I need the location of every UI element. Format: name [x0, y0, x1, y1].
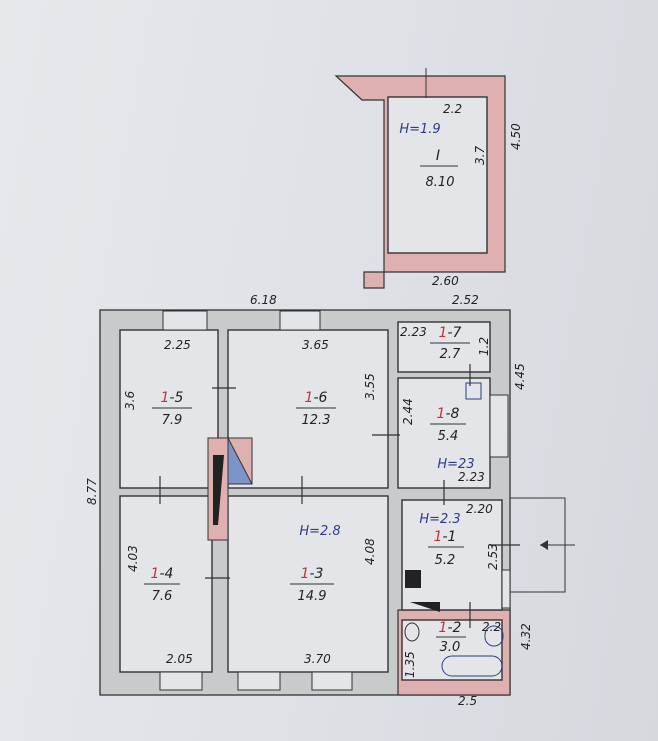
svg-text:4.03: 4.03 — [126, 545, 140, 572]
room-1-1 — [401, 499, 503, 611]
toilet-icon — [404, 622, 420, 642]
svg-text:1-8: 1-8 — [437, 406, 460, 422]
dim: 3.7 — [473, 146, 487, 165]
room-id: I — [436, 148, 440, 164]
height-label: H=1.9 — [399, 122, 440, 137]
svg-text:2.7: 2.7 — [440, 347, 461, 362]
svg-text:H=2.8: H=2.8 — [299, 524, 340, 539]
svg-text:3.55: 3.55 — [363, 373, 377, 400]
room-1-5 — [119, 329, 219, 489]
svg-text:14.9: 14.9 — [298, 589, 327, 604]
svg-text:2.05: 2.05 — [166, 652, 193, 666]
shower-icon — [484, 625, 504, 647]
dim: 2.5 — [458, 694, 477, 708]
svg-text:H=2.3: H=2.3 — [419, 512, 460, 527]
svg-text:2.2: 2.2 — [482, 620, 501, 634]
svg-text:2.25: 2.25 — [164, 338, 191, 352]
svg-text:1-4: 1-4 — [151, 566, 174, 582]
svg-text:2.20: 2.20 — [466, 502, 493, 516]
svg-text:2.23: 2.23 — [458, 470, 485, 484]
annex-room — [387, 96, 488, 254]
svg-text:3.70: 3.70 — [304, 652, 331, 666]
room-labels: 1-5 7.9 2.25 3.6 1-6 12.3 3.65 3.55 1-4 … — [123, 325, 501, 678]
svg-text:2.53: 2.53 — [486, 543, 500, 570]
annex: 2.2 H=1.9 I 8.10 3.7 4.50 2.60 — [334, 68, 523, 289]
dim: 2.60 — [432, 274, 459, 288]
svg-text:2.44: 2.44 — [401, 398, 415, 425]
room-1-7 — [397, 321, 491, 373]
dim: 4.45 — [513, 363, 527, 390]
svg-text:1-7: 1-7 — [439, 325, 462, 341]
svg-text:5.2: 5.2 — [435, 553, 456, 568]
boiler-icon — [405, 570, 421, 588]
dim: 6.18 — [250, 293, 277, 307]
dim: 2.52 — [452, 293, 479, 307]
svg-text:3.6: 3.6 — [123, 391, 137, 410]
sink-icon — [410, 602, 440, 612]
svg-text:5.4: 5.4 — [438, 429, 459, 444]
svg-text:3.0: 3.0 — [440, 640, 461, 655]
bathtub-icon — [441, 655, 503, 677]
svg-text:12.3: 12.3 — [302, 413, 331, 428]
house — [99, 309, 575, 696]
dim: 8.77 — [85, 478, 99, 505]
stove — [207, 437, 253, 541]
room-1-8 — [397, 377, 491, 489]
svg-text:3.65: 3.65 — [302, 338, 329, 352]
svg-text:1-5: 1-5 — [161, 390, 184, 406]
svg-text:4.08: 4.08 — [363, 538, 377, 565]
dim: 4.50 — [509, 123, 523, 150]
stove-icon — [465, 382, 482, 400]
svg-text:7.9: 7.9 — [162, 413, 183, 428]
svg-text:7.6: 7.6 — [152, 589, 173, 604]
svg-text:1-1: 1-1 — [434, 529, 457, 545]
svg-text:1-6: 1-6 — [305, 390, 328, 406]
svg-text:1.2: 1.2 — [477, 337, 491, 356]
dim: 4.32 — [519, 623, 533, 650]
svg-text:H=23: H=23 — [437, 457, 474, 472]
room-area: 8.10 — [426, 175, 455, 190]
svg-text:2.23: 2.23 — [400, 325, 427, 339]
dim: 2.2 — [443, 102, 462, 116]
svg-text:1-3: 1-3 — [301, 566, 324, 582]
svg-text:1.35: 1.35 — [403, 651, 417, 678]
svg-text:1-2: 1-2 — [439, 620, 462, 636]
room-1-6 — [227, 329, 389, 489]
